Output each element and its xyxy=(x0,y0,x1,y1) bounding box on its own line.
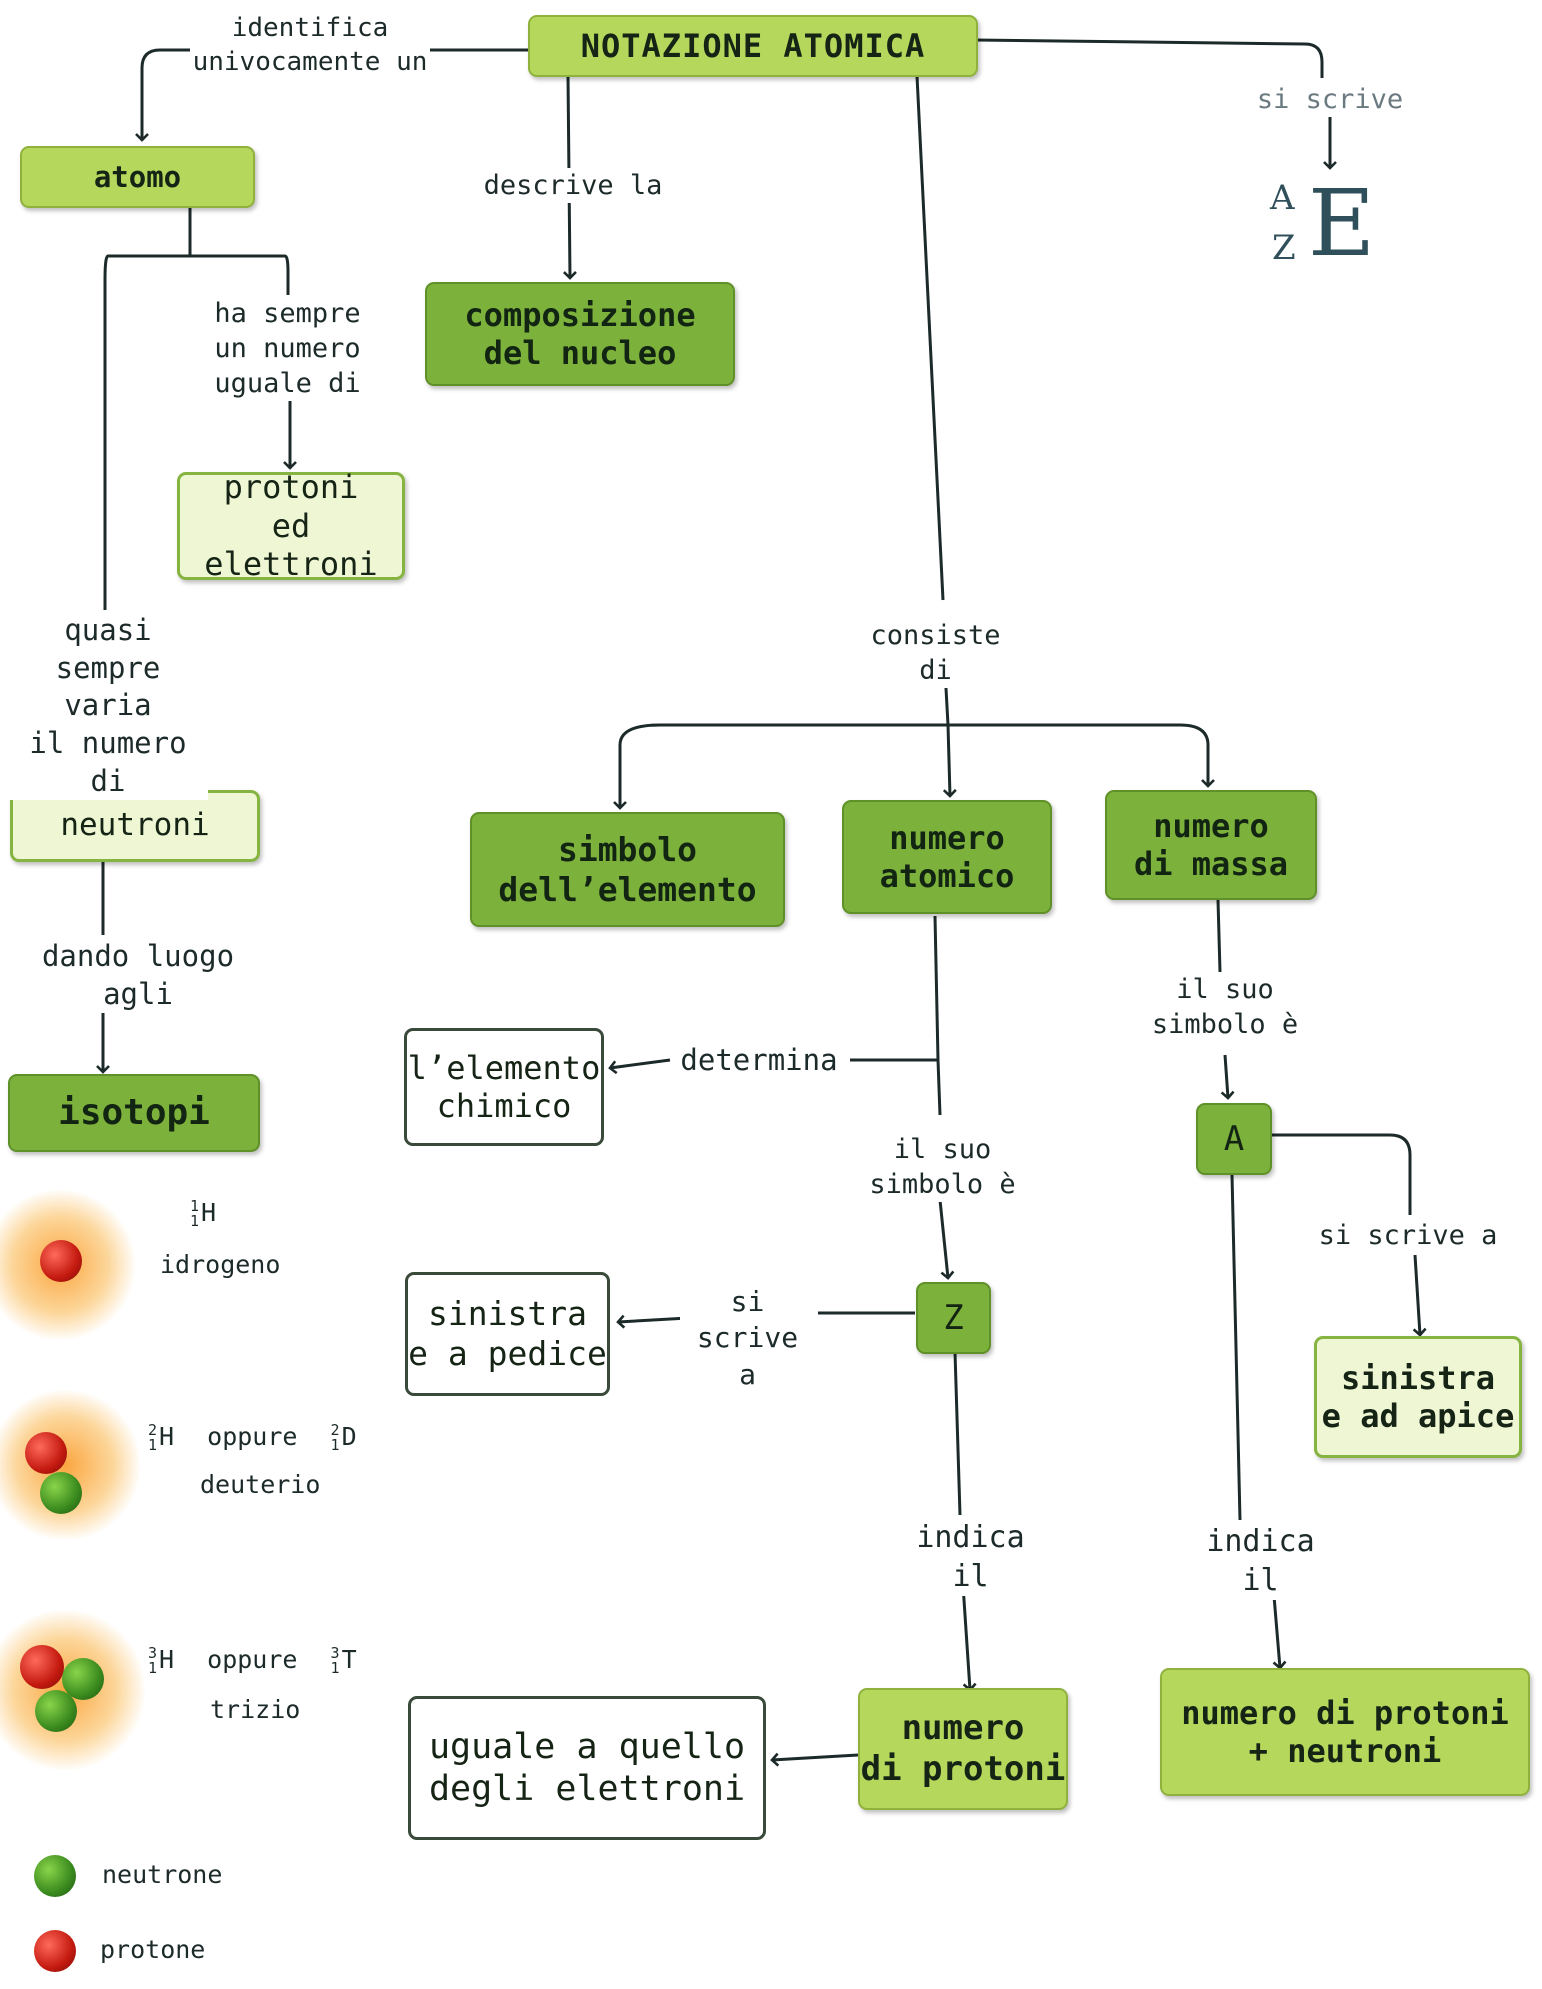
neutron-ball xyxy=(62,1658,104,1700)
uguale-elettroni-node: uguale a quello degli elettroni xyxy=(408,1696,766,1840)
simbolo-elemento-node: simbolo dell’elemento xyxy=(470,812,785,927)
label-identifica: identifica univocamente un xyxy=(190,12,430,80)
label-descrive: descrive la xyxy=(478,168,668,204)
sinistra-apice-node: sinistra e ad apice xyxy=(1314,1336,1522,1458)
isotope-2-name: deuterio xyxy=(200,1470,321,1499)
neutroni-node: neutroni xyxy=(10,790,260,862)
elemento-chimico-node: l’elemento chimico xyxy=(404,1028,604,1146)
sinistra-pedice-node: sinistra e a pedice xyxy=(405,1272,610,1396)
legend-proton-label: protone xyxy=(100,1935,206,1964)
Z-node: Z xyxy=(916,1282,991,1354)
formula-atomic: Z xyxy=(1272,228,1296,268)
formula-mass: A xyxy=(1270,178,1295,218)
label-ha-sempre: ha sempre un numero uguale di xyxy=(190,296,385,402)
atomic-notation-formula: A Z E xyxy=(1270,170,1410,282)
proton-ball xyxy=(25,1432,67,1474)
A-node: A xyxy=(1196,1103,1272,1175)
proton-ball xyxy=(40,1240,82,1282)
isotope-3-name: trizio xyxy=(210,1695,301,1724)
label-si-scrive-top: si scrive xyxy=(1255,82,1405,118)
label-dando: dando luogo agli xyxy=(8,938,268,1014)
neutron-ball xyxy=(40,1472,82,1514)
label-quasi-sempre: quasi sempre varia il numero di xyxy=(8,612,208,801)
label-consiste: consiste di xyxy=(848,618,1023,689)
neutron-ball xyxy=(35,1690,77,1732)
composizione-node: composizione del nucleo xyxy=(425,282,735,386)
numero-massa-node: numero di massa xyxy=(1105,790,1317,900)
label-il-suo-a: il suo simbolo è xyxy=(1145,972,1305,1043)
numero-protoni-node: numero di protoni xyxy=(858,1688,1068,1810)
legend-proton-ball xyxy=(34,1930,76,1972)
atomo-node: atomo xyxy=(20,146,255,208)
label-indica-right: indica il xyxy=(1188,1522,1333,1600)
protoni-neutroni-node: numero di protoni + neutroni xyxy=(1160,1668,1530,1796)
label-il-suo-z: il suo simbolo è xyxy=(865,1132,1020,1203)
legend-neutron-label: neutrone xyxy=(102,1860,223,1889)
legend-neutron-ball xyxy=(34,1855,76,1897)
protoni-elettroni-node: protoni ed elettroni xyxy=(177,468,405,583)
isotopi-node: isotopi xyxy=(8,1074,260,1152)
root-node: NOTAZIONE ATOMICA xyxy=(528,15,978,77)
label-indica-left: indica il xyxy=(898,1518,1043,1596)
label-si-scrive-a-left: si scrive a xyxy=(680,1284,815,1394)
nucleus-glow xyxy=(0,1390,140,1540)
label-si-scrive-a-right: si scrive a xyxy=(1318,1218,1498,1254)
proton-ball xyxy=(20,1645,64,1689)
numero-atomico-node: numero atomico xyxy=(842,800,1052,914)
label-determina: determina xyxy=(674,1042,844,1080)
isotope-1-name: idrogeno xyxy=(160,1250,281,1279)
formula-symbol: E xyxy=(1308,170,1376,277)
